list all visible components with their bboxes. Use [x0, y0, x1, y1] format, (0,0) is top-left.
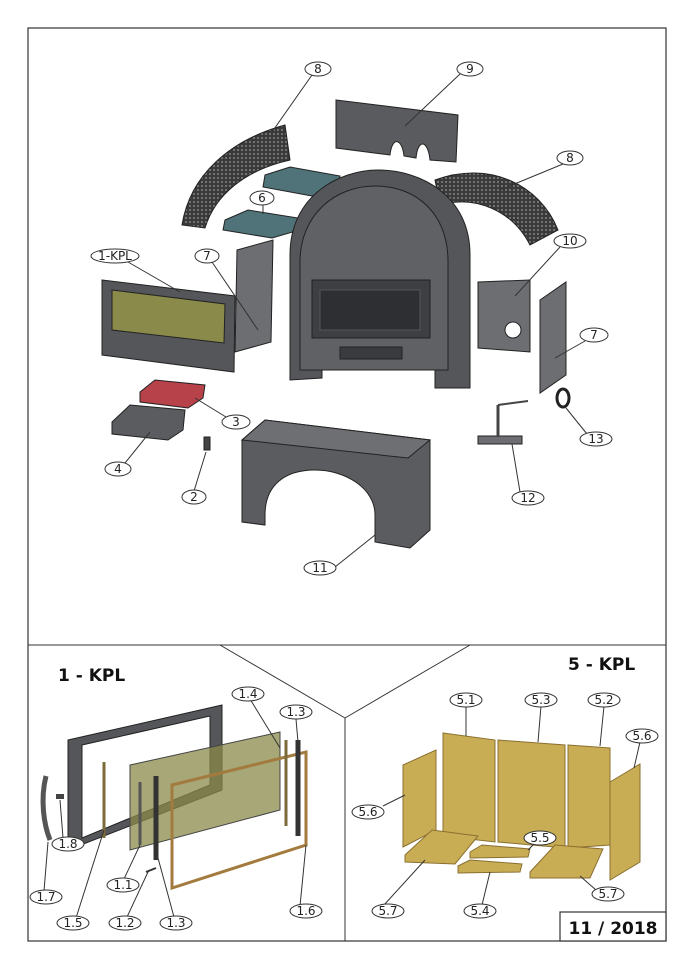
firebox-inner	[319, 289, 421, 331]
callout-10: 10	[562, 234, 577, 248]
callout-11: 11	[312, 561, 327, 575]
callout-5-3: 5.3	[531, 693, 550, 707]
callout-1-1: 1.1	[113, 878, 132, 892]
callout-1-4: 1.4	[238, 687, 257, 701]
callout-5-4: 5.4	[470, 904, 489, 918]
base-stand-top	[240, 419, 432, 459]
screw-1-2	[145, 867, 157, 873]
callout-5-1: 5.1	[456, 693, 475, 707]
ash-slot	[339, 346, 403, 360]
callout-1-3-bottom: 1.3	[166, 916, 185, 930]
glass-pane	[129, 731, 281, 851]
callout-1-3-top: 1.3	[286, 705, 305, 719]
back-plate	[335, 99, 459, 163]
revision-date: 11 / 2018	[568, 919, 657, 939]
door-handle	[40, 775, 53, 841]
callout-9: 9	[466, 62, 474, 76]
section-divider-diag	[344, 644, 471, 719]
callout-2: 2	[190, 490, 198, 504]
callout-5-6-right: 5.6	[632, 729, 651, 743]
section-title-1-kpl: 1 - KPL	[58, 666, 125, 686]
callout-4: 4	[114, 462, 122, 476]
air-control-arm	[497, 400, 529, 406]
panel-5-1	[442, 732, 496, 843]
slate-tile-bottom	[222, 209, 299, 239]
callout-7-right: 7	[590, 328, 598, 342]
callout-3: 3	[232, 415, 240, 429]
outer-border	[27, 27, 667, 942]
callout-1-6: 1.6	[296, 904, 315, 918]
knob	[203, 436, 211, 451]
firebox-front	[299, 185, 449, 371]
callout-1-2: 1.2	[115, 916, 134, 930]
grate	[139, 379, 206, 409]
handle-screw	[56, 794, 64, 799]
mesh-curved-panel-right	[434, 172, 559, 246]
callout-5-7-right: 5.7	[598, 887, 617, 901]
callout-8-left: 8	[314, 62, 322, 76]
callout-6: 6	[258, 191, 266, 205]
section-title-5-kpl: 5 - KPL	[568, 655, 635, 675]
panel-5-6-right	[609, 763, 641, 881]
callout-1-7: 1.7	[36, 890, 55, 904]
air-control-plate	[477, 435, 523, 445]
side-panel-right	[539, 281, 567, 394]
ash-tray	[111, 404, 186, 441]
callout-8-right: 8	[566, 151, 574, 165]
floor-5-5	[469, 844, 531, 859]
callout-1-5: 1.5	[63, 916, 82, 930]
floor-5-7-right	[529, 844, 604, 879]
callout-1-kpl: 1-KPL	[98, 249, 132, 263]
side-panel-left	[234, 239, 274, 353]
floor-5-7-left	[404, 829, 479, 865]
callout-5-5: 5.5	[530, 831, 549, 845]
panel-5-6-left	[402, 749, 437, 848]
mesh-curved-panel-left	[181, 124, 291, 229]
callout-5-7-left: 5.7	[378, 904, 397, 918]
callout-7-left: 7	[203, 249, 211, 263]
callout-5-2: 5.2	[594, 693, 613, 707]
callout-12: 12	[520, 491, 535, 505]
side-panel-rear	[477, 279, 531, 353]
callout-13: 13	[588, 432, 603, 446]
floor-5-4	[457, 859, 523, 874]
callout-1-8: 1.8	[58, 837, 77, 851]
panel-5-2	[567, 744, 611, 849]
flue-hole	[504, 321, 522, 339]
door-glass	[111, 289, 226, 344]
ring	[555, 387, 571, 409]
date-box	[559, 911, 667, 942]
callout-5-6-left: 5.6	[358, 805, 377, 819]
